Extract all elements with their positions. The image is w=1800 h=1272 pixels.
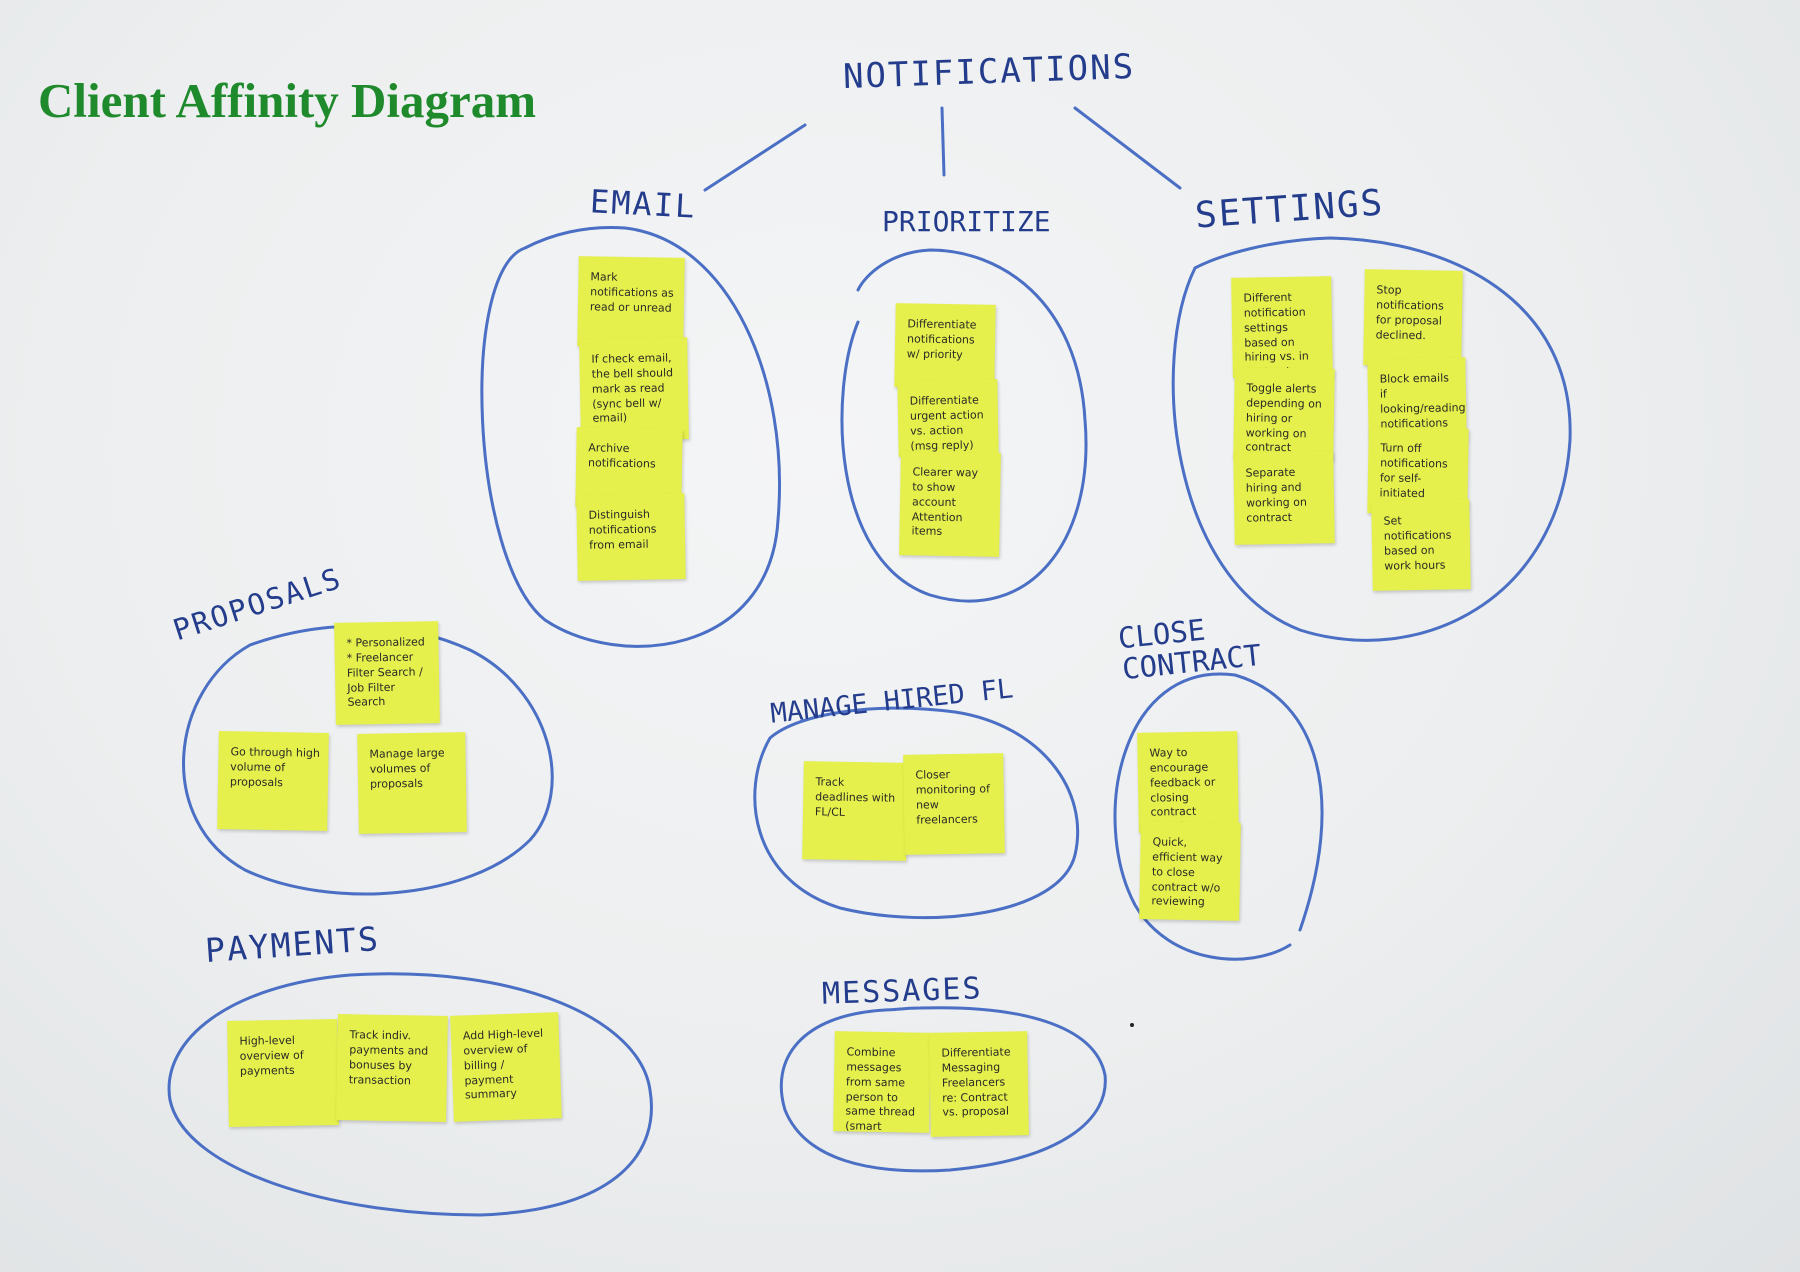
marker-dot [1130,1023,1134,1027]
email-label: EMAIL [589,182,698,226]
sticky-note: Different notification settings based on… [1231,276,1333,378]
sticky-note: Quick, efficient way to close contract w… [1139,821,1241,921]
sticky-note: Clearer way to show account Attention it… [899,451,1001,557]
sticky-note: Add High-level overview of billing / pay… [450,1012,562,1122]
sticky-note: Differentiate notifications w/ priority [894,303,996,389]
settings-group-ellipse [1171,236,1572,642]
prioritize-label: PRIORITIZE [882,205,1051,238]
sticky-note: Closer monitoring of new freelancers [903,753,1005,855]
sticky-note: Toggle alerts depending on hiring or wor… [1233,367,1335,461]
connector-line-prioritize [940,106,946,177]
sticky-note: Differentiate Messaging Freelancers re: … [929,1031,1029,1137]
sticky-note: If check email, the bell should mark as … [579,337,689,441]
prioritize-group-ellipse [840,248,1088,603]
sticky-note: Combine messages from same person to sam… [833,1031,931,1133]
email-group-ellipse [480,225,781,648]
sticky-note: Manage large volumes of proposals [357,732,467,834]
sticky-note: High-level overview of payments [227,1019,339,1127]
close-contract-group-ellipse [1113,672,1324,961]
payments-group-ellipse [167,972,653,1217]
connector-line-email [703,123,807,192]
sticky-note: Differentiate urgent action vs. action (… [897,379,999,457]
sticky-note: Set notifications based on work hours [1371,499,1471,591]
connector-line-settings [1073,106,1182,190]
sticky-note: Mark notifications as read or unread [577,256,685,348]
messages-group-ellipse [779,1006,1107,1173]
notifications-label: NOTIFICATIONS [842,46,1136,98]
sticky-note: Separate hiring and working on contract [1233,451,1335,545]
sticky-note: Way to encourage feedback or closing con… [1137,731,1239,833]
page-title: Client Affinity Diagram [38,73,537,128]
manage-hired-group-ellipse [753,706,1080,920]
sticky-note: Stop notifications for proposal declined… [1363,269,1463,367]
sticky-note: Distinguish notifications from email [576,493,686,581]
sticky-note: * Personalized * Freelancer Filter Searc… [334,621,440,725]
sticky-note: Track indiv. payments and bonuses by tra… [336,1014,448,1122]
messages-label: MESSAGES [821,971,984,1012]
sticky-note: Track deadlines with FL/CL [802,761,908,861]
sticky-note: Go through high volume of proposals [217,731,329,831]
